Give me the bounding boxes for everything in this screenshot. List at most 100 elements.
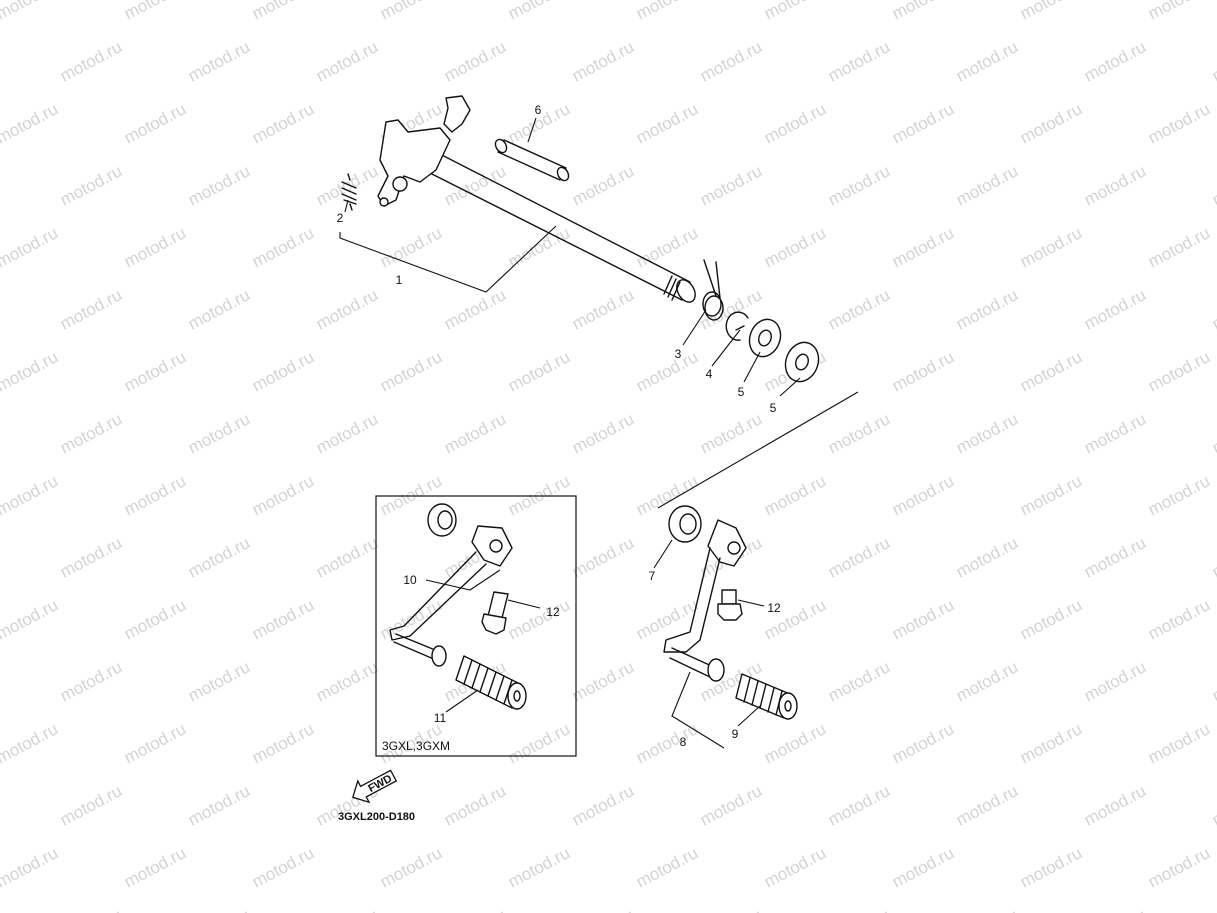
watermark-text: motod.ru [57, 781, 125, 829]
pedal-arm [663, 547, 721, 653]
collar-end-left [494, 138, 508, 154]
watermark-text: motod.ru [569, 285, 637, 333]
diagram-code: 3GXL200-D180 [338, 811, 415, 823]
watermark-text: motod.ru [441, 409, 509, 457]
watermark-text: motod.ru [1017, 223, 1085, 271]
pedal-boss-hole [727, 541, 741, 555]
watermark-text: motod.ru [953, 781, 1021, 829]
watermark-text: motod.ru [761, 843, 829, 891]
watermark-text: motod.ru [505, 719, 573, 767]
shift-pedal-assembly [663, 505, 798, 720]
watermark-text: motod.ru [441, 161, 509, 209]
watermark-text: motod.ru [1209, 285, 1217, 333]
callout-3: 3 [675, 347, 682, 361]
watermark-text: motod.ru [249, 719, 317, 767]
bolt-12-inset [481, 591, 509, 635]
watermark-text: motod.ru [57, 409, 125, 457]
watermark-text: motod.ru [0, 719, 61, 767]
watermark-text: motod.ru [889, 99, 957, 147]
leader-1 [339, 225, 557, 293]
torsion-spring-coil-2 [704, 295, 724, 321]
watermark-text: motod.ru [825, 37, 893, 85]
callout-9: 9 [732, 727, 739, 741]
watermark-text: motod.ru [1081, 905, 1149, 913]
watermark-text: motod.ru [697, 37, 765, 85]
watermark-text: motod.ru [121, 347, 189, 395]
inset-boss-hole [489, 539, 503, 553]
watermark-text: motod.ru [377, 843, 445, 891]
watermark-text: motod.ru [825, 533, 893, 581]
watermark-text: motod.ru [441, 905, 509, 913]
watermark-text: motod.ru [633, 595, 701, 643]
watermark-text: motod.ru [825, 905, 893, 913]
oil-seal [668, 505, 702, 543]
watermark-text: motod.ru [633, 843, 701, 891]
leader-9 [737, 705, 761, 727]
watermark-text: motod.ru [1145, 347, 1213, 395]
watermark-text: motod.ru [505, 843, 573, 891]
inset-pedal-arm [389, 551, 487, 641]
shift-arm-plate [377, 119, 451, 207]
watermark-text: motod.ru [953, 533, 1021, 581]
watermark-text: motod.ru [1081, 781, 1149, 829]
watermark-text: motod.ru [377, 0, 445, 24]
watermark-text: motod.ru [249, 595, 317, 643]
leader-11 [445, 689, 479, 713]
watermark-text: motod.ru [185, 409, 253, 457]
watermark-text: motod.ru [505, 347, 573, 395]
watermark-text: motod.ru [889, 843, 957, 891]
watermark-text: motod.ru [1145, 595, 1213, 643]
watermark-text: motod.ru [1017, 719, 1085, 767]
leader-2 [344, 199, 349, 213]
watermark-text: motod.ru [441, 781, 509, 829]
watermark-text: motod.ru [1145, 0, 1213, 24]
spring-ends [347, 173, 353, 211]
watermark-text: motod.ru [313, 533, 381, 581]
callout-numbers: 2 1 6 3 4 5 5 7 12 8 9 10 12 11 [337, 103, 781, 749]
callout-5a: 5 [738, 385, 745, 399]
leader-washer-to-seal [657, 391, 859, 509]
callout-5b: 5 [770, 401, 777, 415]
watermark-text: motod.ru [1145, 471, 1213, 519]
watermark-text: motod.ru [505, 595, 573, 643]
watermark-text: motod.ru [313, 409, 381, 457]
leader-4 [711, 329, 741, 367]
watermark-text: motod.ru [761, 99, 829, 147]
watermark-text: motod.ru [633, 347, 701, 395]
watermark-text: motod.ru [889, 719, 957, 767]
watermark-text: motod.ru [889, 595, 957, 643]
watermark-text: motod.ru [569, 37, 637, 85]
callout-4: 4 [706, 367, 713, 381]
watermark-text: motod.ru [121, 595, 189, 643]
watermark-text: motod.ru [569, 533, 637, 581]
watermark-text: motod.ru [121, 719, 189, 767]
watermark-text: motod.ru [825, 285, 893, 333]
watermark-text: motod.ru [0, 347, 61, 395]
watermark-text: motod.ru [761, 223, 829, 271]
watermark-text: motod.ru [377, 347, 445, 395]
watermark-text: motod.ru [0, 595, 61, 643]
callout-11: 11 [434, 711, 447, 725]
callout-2: 2 [337, 211, 344, 225]
washer-1 [748, 318, 782, 358]
collar-end-right [556, 166, 570, 182]
watermark-text: motod.ru [889, 347, 957, 395]
watermark-text: motod.ru [633, 223, 701, 271]
torsion-spring-coil-1 [702, 291, 722, 317]
watermark-text: motod.ru [57, 533, 125, 581]
watermark-text: motod.ru [185, 781, 253, 829]
watermark-text: motod.ru [569, 781, 637, 829]
torsion-spring-legs [703, 259, 721, 299]
watermark-text: motod.ru [0, 0, 61, 24]
watermark-text: motod.ru [249, 0, 317, 24]
leader-8 [671, 671, 725, 749]
watermark-text: motod.ru [313, 905, 381, 913]
inset-frame [375, 495, 577, 757]
watermark-text: motod.ru [249, 223, 317, 271]
shift-arm-hook [443, 95, 471, 133]
watermark-text: motod.ru [1145, 223, 1213, 271]
watermark-text: motod.ru [1081, 161, 1149, 209]
pedal-boss [707, 519, 747, 567]
inset-label: 3GXL,3GXM [382, 739, 450, 753]
